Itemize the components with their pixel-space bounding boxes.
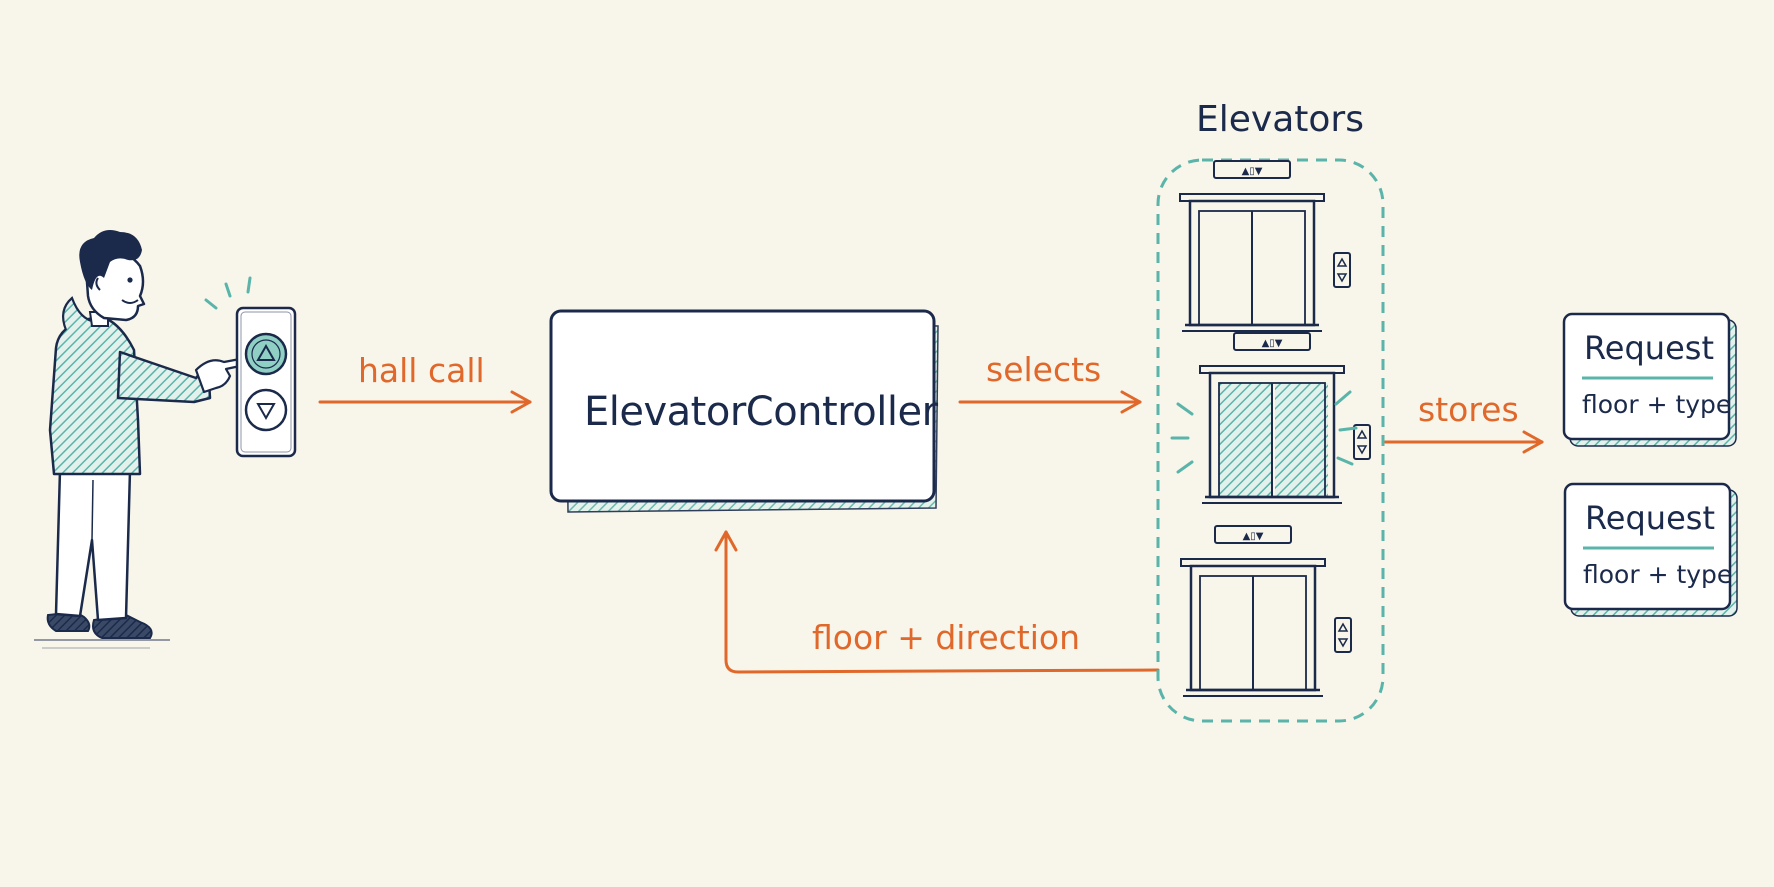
selects-label: selects (986, 350, 1102, 389)
elevators-title: Elevators (1196, 99, 1364, 140)
stores-label: stores (1418, 390, 1519, 429)
elevators-group-boundary (1156, 158, 1385, 723)
request-2-subtitle: floor + type (1583, 560, 1733, 589)
controller-label: ElevatorController (584, 389, 938, 435)
request-card-1 (1562, 312, 1737, 447)
feedback-arrow (714, 530, 1160, 674)
elevator-car-1 (1178, 159, 1352, 333)
person-figure (34, 230, 245, 649)
request-2-title: Request (1585, 499, 1715, 537)
floor-direction-label: floor + direction (812, 618, 1080, 657)
elevator-car-2 (1170, 331, 1372, 505)
elevator-car-3 (1179, 524, 1353, 698)
hall-call-panel (204, 276, 297, 458)
request-1-subtitle: floor + type (1582, 390, 1732, 419)
elevator-controller-box (549, 309, 939, 513)
request-1-title: Request (1584, 329, 1714, 367)
request-card-2 (1563, 482, 1738, 617)
hall-call-label: hall call (358, 351, 485, 390)
